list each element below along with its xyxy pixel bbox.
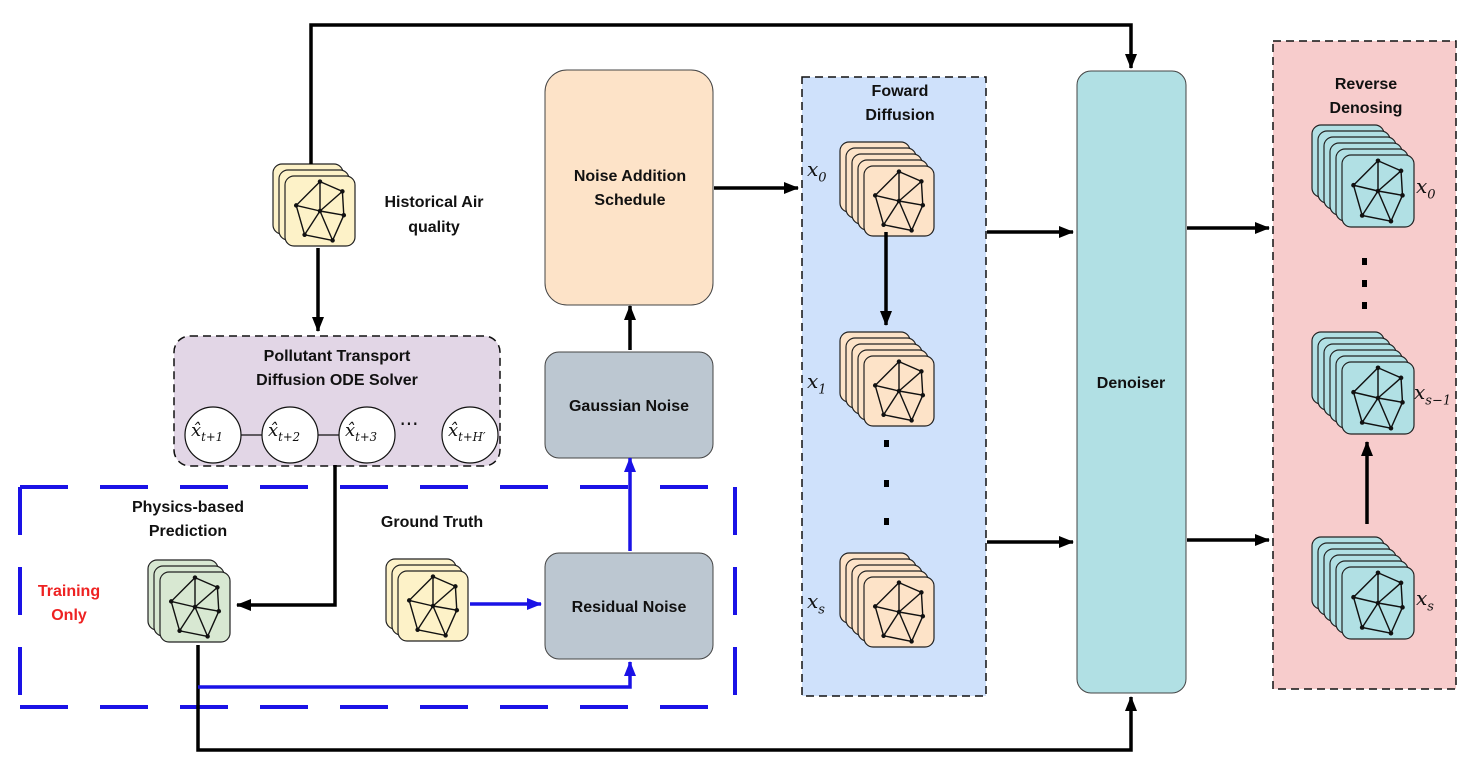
forward-label-line2: Diffusion — [865, 107, 934, 124]
historical-card — [272, 163, 356, 247]
physics-card — [147, 559, 231, 643]
reverse-stack-2 — [1311, 536, 1415, 640]
forward-step-label: x0 — [807, 157, 827, 186]
reverse-stack-1 — [1311, 331, 1415, 435]
forward-diffusion-stacks: x0 x1 xs — [807, 141, 935, 648]
solver-box — [173, 335, 501, 467]
training-label-line1: Training — [38, 583, 100, 600]
forward-stack-1 — [839, 331, 935, 427]
solver-label-line2: Diffusion ODE Solver — [256, 372, 418, 389]
reverse-step-label: xs — [1416, 586, 1434, 615]
solver-node — [441, 406, 499, 464]
arrow-physics-to-residual — [198, 661, 636, 689]
solver-node — [261, 406, 319, 464]
forward-label-line1: Foward — [872, 83, 929, 100]
reverse-denoising-stacks: x0 xs−1 xs — [1311, 124, 1451, 640]
solver-node-label: x̂t+H′ — [448, 420, 486, 444]
gaussian-noise-label: Gaussian Noise — [569, 398, 689, 415]
reverse-step-label: xs−1 — [1414, 380, 1451, 409]
solver-nodes: x̂t+1 x̂t+2 x̂t+3 x̂t+H′ — [184, 406, 499, 464]
noise-schedule-box — [544, 69, 714, 306]
training-only-region — [18, 485, 737, 709]
forward-stack-0 — [839, 141, 935, 237]
reverse-step-label: x0 — [1416, 174, 1436, 203]
arrow-physics-to-denoiser — [196, 645, 1137, 752]
physics-label-line1: Physics-based — [132, 499, 244, 516]
forward-ellipsis — [884, 440, 889, 525]
residual-noise-label: Residual Noise — [572, 599, 687, 616]
solver-node-label: x̂t+2 — [268, 420, 300, 444]
reverse-label-line2: Denosing — [1330, 100, 1403, 117]
reverse-label-line1: Reverse — [1335, 76, 1397, 93]
ground-truth-card — [385, 558, 469, 642]
physics-label-line2: Prediction — [149, 523, 227, 540]
noise-schedule-label-line1: Noise Addition — [574, 168, 686, 185]
training-label-line2: Only — [51, 607, 87, 624]
physics-prediction-stack — [147, 559, 231, 643]
reverse-ellipsis — [1362, 258, 1367, 309]
historical-label-line2: quality — [408, 219, 460, 236]
noise-schedule-label-line2: Schedule — [594, 192, 665, 209]
solver-node — [338, 406, 396, 464]
forward-step-label: xs — [807, 589, 825, 618]
ground-truth-label: Ground Truth — [381, 514, 483, 531]
forward-stack-2 — [839, 552, 935, 648]
solver-node-label: x̂t+1 — [191, 420, 223, 444]
arrow-historical-to-denoiser — [309, 23, 1137, 164]
denoiser-label: Denoiser — [1097, 375, 1165, 392]
denoiser-box — [1076, 70, 1187, 694]
residual-noise-box — [544, 552, 714, 660]
reverse-stack-0 — [1311, 124, 1415, 228]
arrow-solver-to-physics — [236, 465, 337, 611]
solver-label-line1: Pollutant Transport — [264, 348, 411, 365]
historical-air-quality-stack — [272, 163, 356, 247]
solver-node-label: x̂t+3 — [345, 420, 377, 444]
solver-node — [184, 406, 242, 464]
forward-step-label: x1 — [807, 369, 827, 398]
ground-truth-stack — [385, 558, 469, 642]
solver-ellipsis: ··· — [399, 412, 418, 436]
historical-label-line1: Historical Air — [385, 194, 484, 211]
